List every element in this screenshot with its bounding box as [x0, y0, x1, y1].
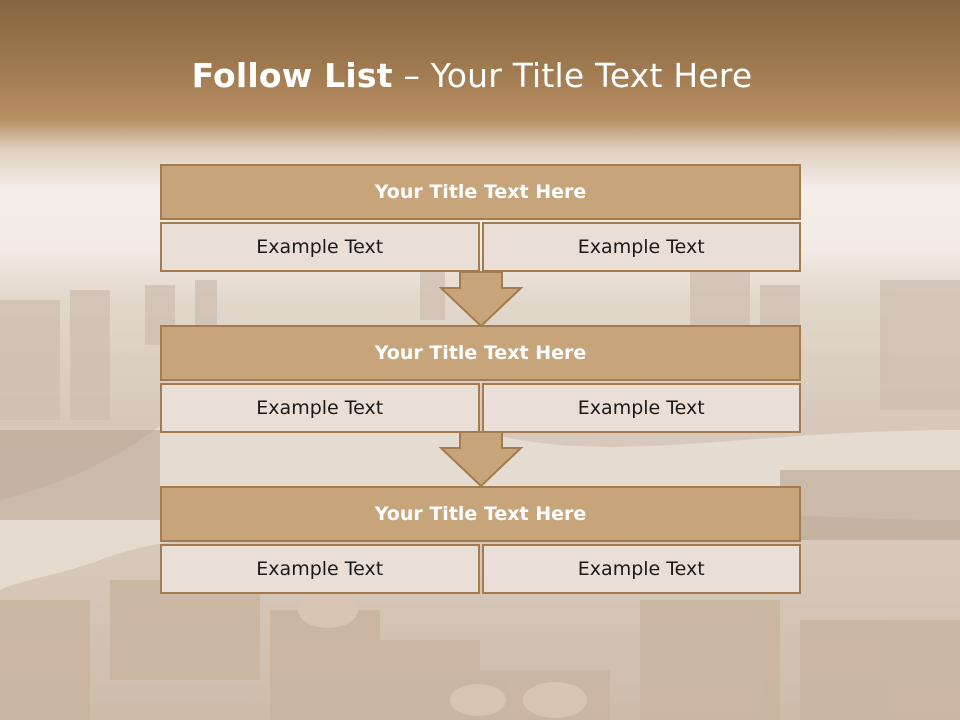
step-3: Your Title Text Here Example Text Exampl…	[160, 486, 801, 594]
slide-title-bold: Follow List	[191, 56, 393, 95]
slide-title-rest: – Your Title Text Here	[392, 56, 753, 95]
step-2: Your Title Text Here Example Text Exampl…	[160, 325, 801, 433]
down-arrow-icon	[438, 431, 524, 488]
step-title: Your Title Text Here	[160, 486, 801, 542]
step-cell-left: Example Text	[160, 222, 480, 272]
down-arrow-icon	[438, 271, 524, 328]
step-cell-left: Example Text	[160, 383, 480, 433]
slide-title: Follow List – Your Title Text Here	[0, 56, 944, 95]
step-cell-left: Example Text	[160, 544, 480, 594]
step-cell-right: Example Text	[481, 383, 801, 433]
step-1: Your Title Text Here Example Text Exampl…	[160, 164, 801, 272]
step-row: Example Text Example Text	[160, 222, 801, 272]
step-title: Your Title Text Here	[160, 325, 801, 381]
step-cell-right: Example Text	[481, 544, 801, 594]
step-row: Example Text Example Text	[160, 383, 801, 433]
step-cell-right: Example Text	[481, 222, 801, 272]
step-row: Example Text Example Text	[160, 544, 801, 594]
step-title: Your Title Text Here	[160, 164, 801, 220]
